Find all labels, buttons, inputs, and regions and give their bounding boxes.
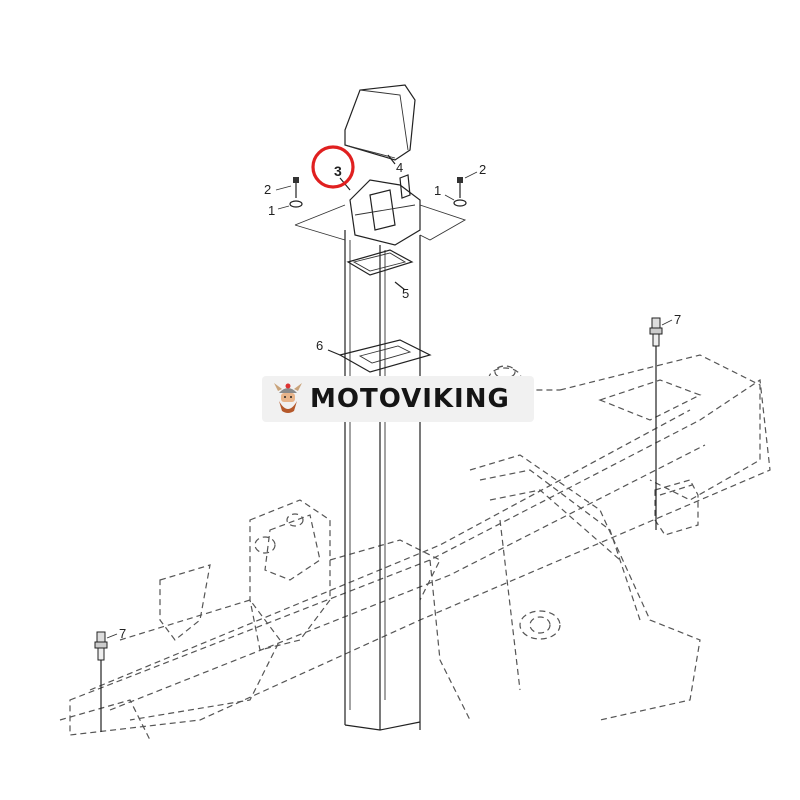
callout-1-right: 1 (434, 183, 441, 198)
callout-6: 6 (316, 338, 323, 353)
callout-4: 4 (396, 160, 403, 175)
bolt-right (457, 171, 478, 198)
callout-7-right: 7 (674, 312, 681, 327)
machine-frame-dashed (59, 354, 771, 741)
highlight-circle (311, 145, 355, 189)
viking-head-icon (274, 383, 302, 413)
sensor-left (94, 631, 118, 732)
washer-right (444, 194, 467, 207)
callout-3: 3 (334, 163, 342, 179)
brand-watermark: MOTOVIKING (262, 376, 534, 422)
callout-2-left: 2 (264, 182, 271, 197)
part-3-bracket (294, 174, 467, 246)
callout-7-left: 7 (119, 626, 126, 641)
bolt-left (275, 177, 299, 198)
vertical-column (344, 230, 421, 731)
callout-2-right: 2 (479, 162, 486, 177)
part-4-cover (344, 84, 416, 165)
brand-name: MOTOVIKING (310, 384, 510, 414)
sensor-right (649, 317, 673, 530)
washer-left (277, 200, 303, 210)
part-6-plate (327, 339, 432, 373)
part-5-gasket (346, 249, 414, 291)
callout-1-left: 1 (268, 203, 275, 218)
callout-5: 5 (402, 286, 409, 301)
